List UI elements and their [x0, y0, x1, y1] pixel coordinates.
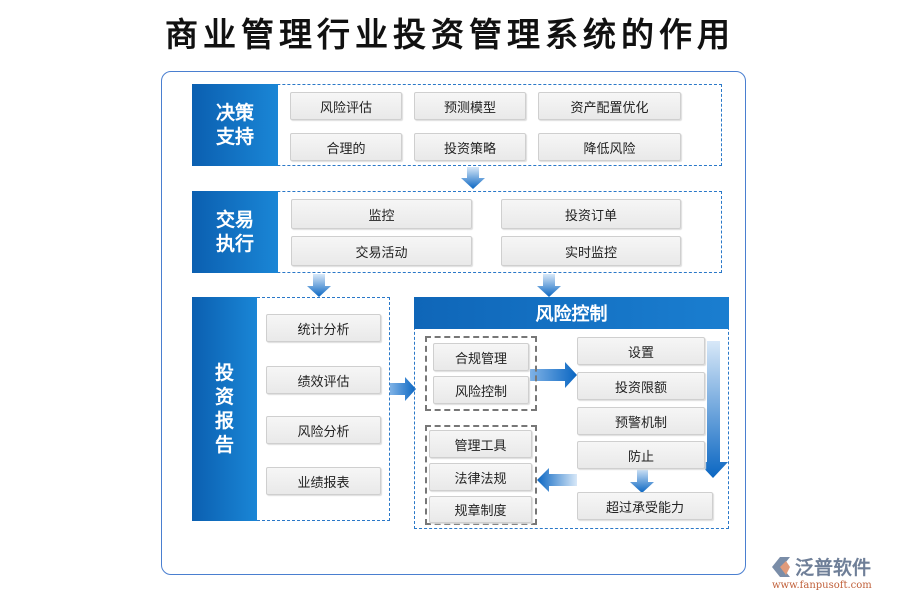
report-label: 投资报告	[192, 297, 257, 521]
arrow-left-icon	[537, 468, 577, 492]
risk-item: 预警机制	[577, 407, 705, 435]
decision-item: 合理的	[290, 133, 402, 161]
risk-item: 规章制度	[429, 496, 532, 523]
arrow-down-icon	[461, 167, 485, 189]
trade-item: 交易活动	[291, 236, 472, 266]
decision-item: 风险评估	[290, 92, 402, 120]
decision-item: 预测模型	[414, 92, 526, 120]
arrow-down-icon	[307, 274, 331, 297]
report-item: 业绩报表	[266, 467, 381, 495]
arrow-down-icon	[698, 341, 728, 478]
trade-label: 交易执行	[192, 191, 278, 273]
trade-item: 监控	[291, 199, 472, 229]
decision-item: 投资策略	[414, 133, 526, 161]
risk-item: 设置	[577, 337, 705, 365]
risk-item: 防止	[577, 441, 705, 469]
risk-item: 法律法规	[429, 463, 532, 491]
arrow-right-icon	[390, 377, 416, 401]
report-item: 风险分析	[266, 416, 381, 444]
outer-frame	[161, 71, 746, 575]
report-item: 统计分析	[266, 314, 381, 342]
risk-item: 合规管理	[433, 343, 529, 371]
logo-url: www.fanpusoft.com	[772, 580, 872, 591]
tools-group	[425, 425, 537, 525]
trade-item: 投资订单	[501, 199, 681, 229]
risk-item: 投资限额	[577, 372, 705, 400]
logo-icon	[772, 557, 790, 577]
compliance-group	[425, 336, 537, 411]
decision-item: 资产配置优化	[538, 92, 681, 120]
decision-label: 决策支持	[192, 84, 278, 166]
arrow-right-icon	[530, 362, 577, 388]
risk-item: 管理工具	[429, 430, 532, 458]
risk-item: 风险控制	[433, 376, 529, 404]
risk-header: 风险控制	[414, 297, 729, 329]
logo-name: 泛普软件	[795, 557, 872, 579]
arrow-down-icon	[537, 274, 561, 297]
risk-item: 超过承受能力	[577, 492, 713, 520]
brand-logo: 泛普软件 www.fanpusoft.com	[770, 553, 895, 595]
trade-item: 实时监控	[501, 236, 681, 266]
arrow-down-icon	[630, 468, 654, 493]
page-title: 商业管理行业投资管理系统的作用	[165, 15, 735, 54]
decision-item: 降低风险	[538, 133, 681, 161]
report-item: 绩效评估	[266, 366, 381, 394]
